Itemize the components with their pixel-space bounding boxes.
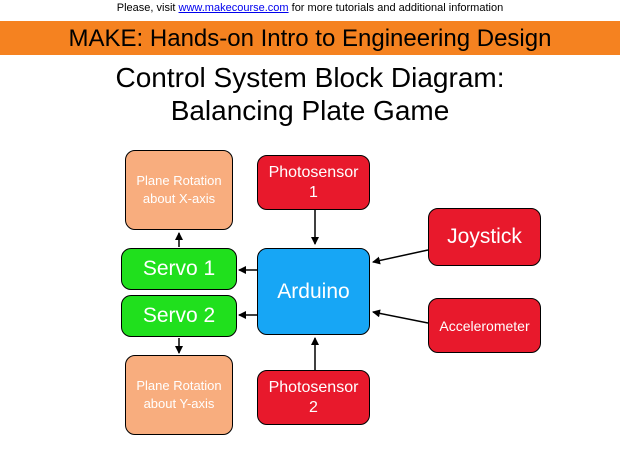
arduino-label: Arduino — [277, 279, 350, 303]
title-line-2: Balancing Plate Game — [170, 95, 450, 126]
photosensor-1-block: Photosensor 1 — [257, 155, 370, 210]
servo-1-label: Servo 1 — [142, 257, 216, 280]
arrow-joystick-to-arduino — [372, 249, 429, 265]
servo-2-label: Servo 2 — [142, 304, 216, 327]
notice-suffix: for more tutorials and additional inform… — [288, 2, 504, 14]
joystick-block: Joystick — [428, 208, 541, 266]
servo-1-block: Servo 1 — [121, 248, 237, 290]
plane-rotation-x-block: Plane Rotation about X-axis — [125, 150, 233, 230]
plane-rotation-y-block: Plane Rotation about Y-axis — [125, 355, 233, 435]
accelerometer-block: Accelerometer — [428, 298, 541, 353]
notice-prefix: Please, visit — [116, 2, 179, 14]
servo-2-block: Servo 2 — [121, 295, 237, 337]
photosensor-2-block: Photosensor 2 — [257, 370, 370, 425]
title-line-1: Control System Block Diagram: — [115, 62, 505, 93]
plane-rotation-y-label: Plane Rotation about Y-axis — [136, 378, 222, 411]
photosensor-2-label: Photosensor 2 — [268, 378, 359, 416]
website-notice: Please, visit www.makecourse.com for mor… — [0, 2, 620, 14]
arduino-block: Arduino — [257, 248, 370, 335]
arrow-accelerometer-to-arduino — [372, 309, 429, 324]
course-banner: MAKE: Hands-on Intro to Engineering Desi… — [0, 21, 620, 55]
plane-rotation-x-label: Plane Rotation about X-axis — [136, 173, 222, 206]
slide-title: Control System Block Diagram: Balancing … — [0, 61, 620, 127]
accelerometer-label: Accelerometer — [439, 317, 530, 334]
joystick-label: Joystick — [447, 225, 522, 248]
photosensor-1-label: Photosensor 1 — [268, 163, 359, 201]
makecourse-link[interactable]: www.makecourse.com — [178, 2, 289, 14]
